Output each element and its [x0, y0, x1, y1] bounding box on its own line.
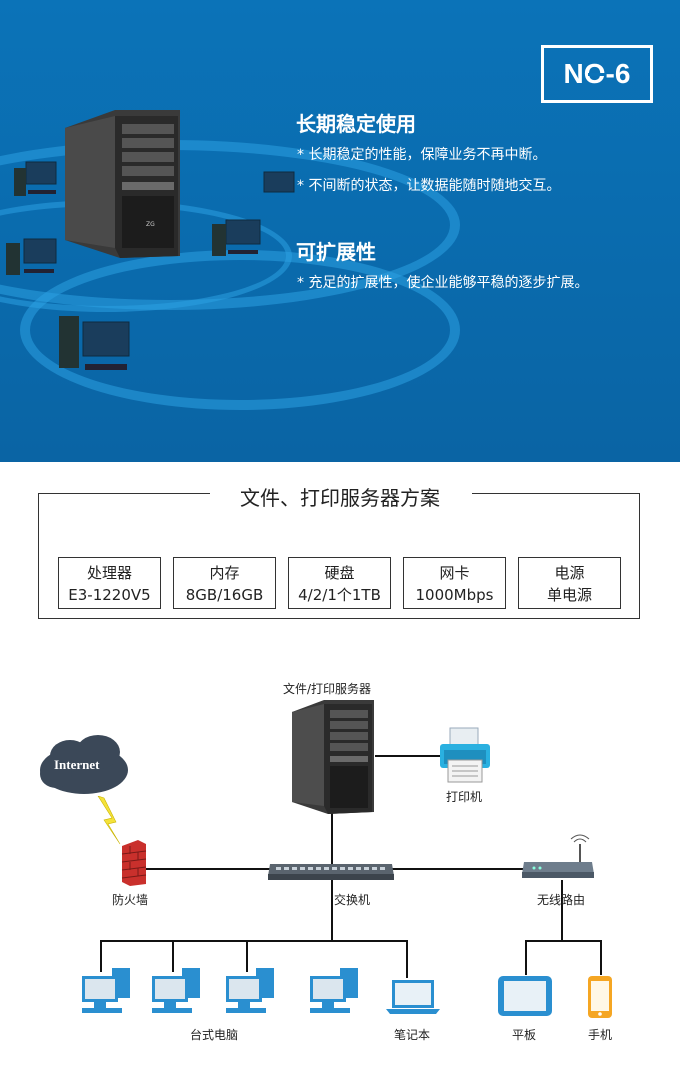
link-line	[331, 810, 333, 870]
spec-value: 单电源	[546, 586, 592, 604]
desktop-pc-icon	[14, 161, 57, 196]
spec-value: 8GB/16GB	[185, 586, 264, 604]
phone-icon	[588, 976, 612, 1018]
link-line	[561, 880, 563, 940]
spec-item-power: 电源 单电源	[518, 557, 621, 609]
spec-item-cpu: 处理器 E3-1220V5	[58, 557, 161, 609]
switch-label: 交换机	[334, 893, 371, 907]
feature-bullet: * 充足的扩展性，使企业能够平稳的逐步扩展。	[297, 275, 589, 291]
router-icon	[522, 834, 594, 878]
link-line	[375, 755, 440, 757]
firewall-icon	[121, 840, 147, 886]
title-mask	[210, 480, 472, 510]
phone-label: 手机	[588, 1028, 613, 1042]
spec-item-disk: 硬盘 4/2/1个1TB	[288, 557, 391, 609]
link-line	[246, 940, 248, 972]
svg-text:ZG: ZG	[146, 221, 155, 228]
desktop-pc-icon	[310, 968, 358, 1013]
spec-name: 内存	[209, 564, 240, 582]
spec-name: 处理器	[86, 564, 132, 582]
hero-banner: ZG NO-6 长期稳定使用 * 长期稳定的性能，保障业务不再中断。 * 不间断…	[0, 0, 680, 462]
desktop-pc-icon	[6, 238, 57, 275]
link-line	[600, 940, 602, 975]
lightning-icon	[97, 796, 121, 845]
spec-value: 4/2/1个1TB	[298, 586, 381, 604]
spec-item-nic: 网卡 1000Mbps	[403, 557, 506, 609]
server-tower-icon: ZG	[65, 110, 180, 258]
number-badge: NO-6	[541, 45, 653, 103]
link-line	[172, 940, 174, 972]
link-line	[331, 878, 333, 940]
desktop-pc-icon	[226, 968, 274, 1013]
link-line	[100, 940, 408, 942]
laptop-label: 笔记本	[394, 1028, 431, 1042]
spec-name: 电源	[554, 564, 585, 582]
feature-title: 长期稳定使用	[296, 112, 416, 136]
link-line	[525, 940, 527, 975]
spec-name: 硬盘	[324, 564, 355, 582]
spec-item-memory: 内存 8GB/16GB	[173, 557, 276, 609]
tablet-icon	[498, 976, 552, 1016]
desktop-pc-icon	[212, 219, 261, 256]
internet-label: Internet	[54, 757, 100, 772]
monitor-icon	[263, 171, 295, 193]
cloud-icon	[40, 735, 128, 794]
router-label: 无线路由	[537, 893, 586, 907]
desktop-pc-icon	[152, 968, 200, 1013]
desktop-pc-icon	[59, 316, 130, 370]
link-line	[525, 940, 602, 942]
laptop-icon	[386, 980, 440, 1014]
spec-value: E3-1220V5	[68, 586, 151, 604]
link-line	[100, 940, 102, 972]
server-label: 文件/打印服务器	[283, 682, 372, 696]
switch-icon	[268, 864, 394, 880]
firewall-label: 防火墙	[112, 893, 149, 907]
printer-icon	[440, 727, 490, 783]
feature-title: 可扩展性	[296, 240, 376, 264]
desktops-label: 台式电脑	[190, 1028, 239, 1042]
spec-value: 1000Mbps	[415, 586, 494, 604]
tablet-label: 平板	[512, 1028, 537, 1042]
desktop-pc-icon	[82, 968, 130, 1013]
feature-bullet: * 不间断的状态，让数据能随时随地交互。	[297, 178, 561, 194]
spec-name: 网卡	[439, 564, 470, 582]
server-tower-icon	[292, 700, 374, 814]
link-line	[406, 940, 408, 978]
feature-bullet: * 长期稳定的性能，保障业务不再中断。	[297, 147, 547, 163]
solution-title: 文件、打印服务器方案	[240, 486, 440, 510]
printer-label: 打印机	[446, 790, 483, 804]
